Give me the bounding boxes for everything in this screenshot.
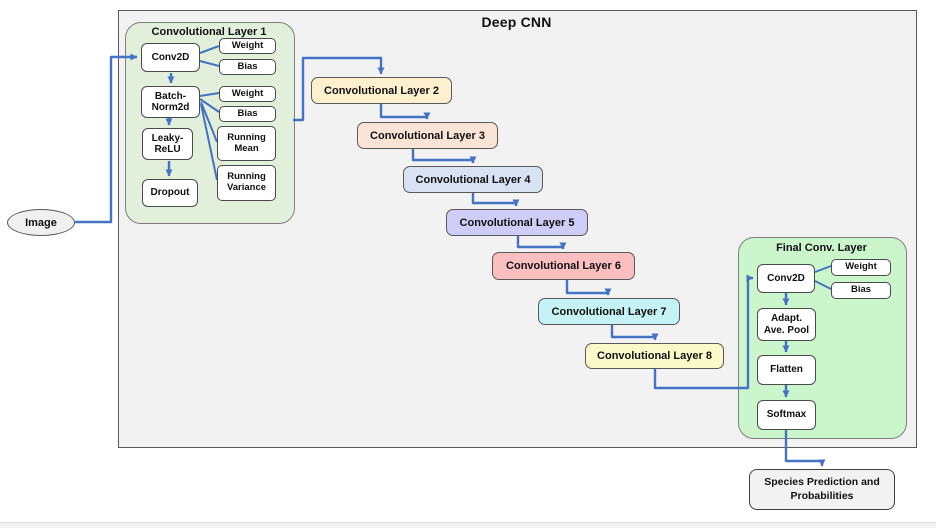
conv-layer-8: Convolutional Layer 8 [585, 343, 724, 369]
final-adaptive-avg-pool-node: Adapt. Ave. Pool [757, 308, 816, 341]
image-input-node: Image [7, 209, 75, 236]
conv-layer-6: Convolutional Layer 6 [492, 252, 635, 280]
layer1-bn-weight-param: Weight [219, 86, 276, 102]
final-flatten-node: Flatten [757, 355, 816, 385]
conv-layer-5: Convolutional Layer 5 [446, 209, 588, 236]
final-softmax-node: Softmax [757, 400, 816, 430]
diagram-title: Deep CNN [481, 14, 552, 30]
layer1-conv-weight-param: Weight [219, 38, 276, 54]
conv-layer-1-title: Convolutional Layer 1 [151, 26, 267, 38]
layer1-conv2d-node: Conv2D [141, 43, 200, 72]
bottom-edge-strip [0, 522, 936, 528]
conv-layer-4: Convolutional Layer 4 [403, 166, 543, 193]
final-conv2d-node: Conv2D [757, 264, 815, 293]
layer1-conv-bias-param: Bias [219, 59, 276, 75]
final-conv-layer-title: Final Conv. Layer [776, 242, 867, 254]
final-conv-bias-param: Bias [831, 282, 891, 299]
conv-layer-7: Convolutional Layer 7 [538, 298, 680, 325]
layer1-dropout-node: Dropout [142, 179, 198, 207]
layer1-leakyrelu-node: Leaky- ReLU [142, 128, 193, 160]
layer1-bn-bias-param: Bias [219, 106, 276, 122]
conv-layer-2: Convolutional Layer 2 [311, 77, 452, 104]
layer1-running-variance-param: Running Variance [217, 165, 276, 201]
species-prediction-output: Species Prediction and Probabilities [749, 469, 895, 510]
layer1-batchnorm-node: Batch- Norm2d [141, 86, 200, 118]
conv-layer-3: Convolutional Layer 3 [357, 122, 498, 149]
final-conv-weight-param: Weight [831, 259, 891, 276]
layer1-running-mean-param: Running Mean [217, 126, 276, 161]
